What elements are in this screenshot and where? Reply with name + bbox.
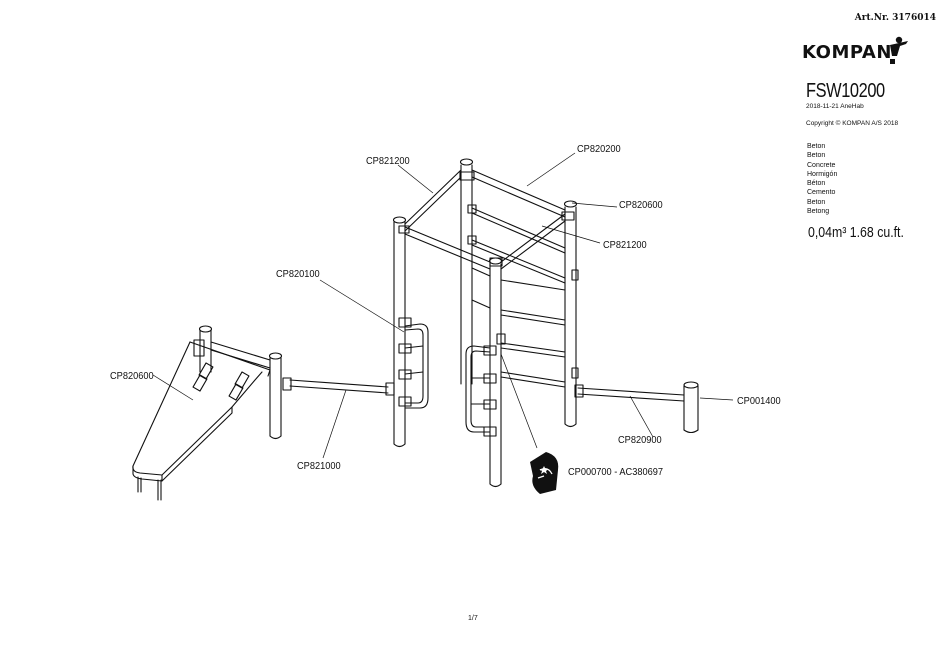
brand-wordmark: KOMPAN	[802, 42, 892, 63]
callout-cp000700: CP000700 - AC380697	[568, 466, 664, 478]
concrete-label: Béton	[807, 180, 826, 188]
date-author: 2018-11-21 AneHab	[806, 103, 864, 110]
small-post-right	[683, 381, 699, 434]
leader-lines	[152, 152, 734, 459]
front-handle	[465, 345, 497, 437]
callout-cp820600-right: CP820600	[619, 199, 663, 211]
right-connector-bar	[574, 384, 685, 402]
small-post-left	[268, 352, 283, 440]
post-clamps	[398, 171, 579, 379]
model-number: FSW10200	[806, 80, 885, 102]
concrete-label: Hormigón	[807, 170, 838, 178]
callout-cp001400: CP001400	[737, 395, 781, 407]
callout-cp820600-left: CP820600	[110, 370, 154, 382]
front-post	[488, 257, 503, 488]
brand-logo: KOMPAN	[802, 36, 912, 70]
concrete-label: Beton	[807, 143, 826, 150]
callout-cp820900: CP820900	[618, 434, 662, 446]
left-handle	[398, 317, 429, 409]
back-post	[459, 158, 474, 385]
left-connector-bar	[282, 377, 395, 396]
cleaning-cloth-icon	[530, 452, 559, 494]
callout-cp820100: CP820100	[276, 268, 320, 280]
concrete-volume: 0,04m³ 1.68 cu.ft.	[808, 225, 904, 241]
concrete-label: Beton	[807, 152, 826, 160]
callout-cp821200-top: CP821200	[366, 155, 410, 167]
copyright-notice: Copyright © KOMPAN A/S 2018	[806, 120, 899, 127]
top-frame-bars	[404, 169, 566, 270]
right-post	[563, 200, 578, 428]
callout-cp821000: CP821000	[297, 460, 341, 472]
article-number: Art.Nr. 3176014	[854, 13, 936, 23]
ladder-rungs	[471, 207, 566, 388]
page-number: 1/7	[468, 615, 478, 622]
callout-cp821200-right: CP821200	[603, 239, 647, 251]
concrete-label: Cemento	[807, 189, 836, 197]
concrete-label: Concrete	[807, 161, 836, 169]
kompan-logo-figure-icon	[890, 36, 908, 64]
left-post	[392, 216, 407, 448]
callout-cp820200: CP820200	[577, 143, 621, 155]
concrete-translations: Beton Beton Concrete Hormigón Béton Ceme…	[807, 142, 837, 216]
situp-bench	[132, 325, 271, 501]
concrete-label: Betong	[807, 208, 830, 216]
concrete-label: Beton	[807, 198, 826, 206]
